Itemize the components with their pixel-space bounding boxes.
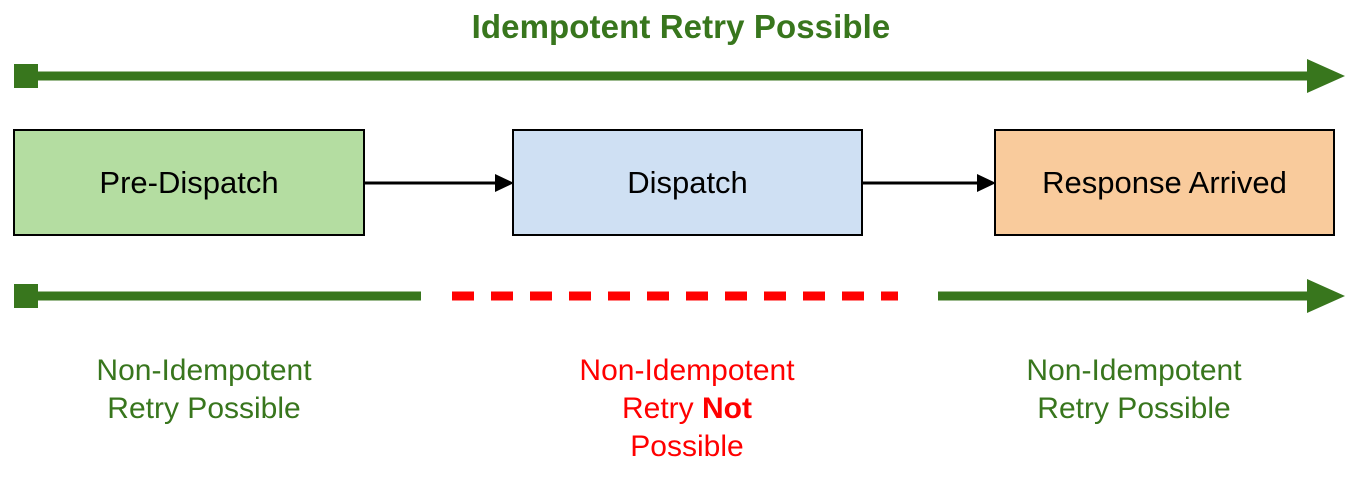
- bottom-caption-middle-line1: Non-Idempotent: [579, 354, 795, 387]
- transition-arrow-dispatch-to-response: [863, 174, 996, 192]
- state-label-dispatch: Dispatch: [627, 165, 748, 200]
- bottom-caption-middle-line3: Possible: [630, 430, 744, 463]
- bottom-caption-middle-line2-prefix: Retry: [622, 392, 703, 425]
- bottom-caption-right: Non-Idempotent Retry Possible: [944, 352, 1324, 428]
- arrowhead-marker-top: [1307, 59, 1345, 93]
- bottom-caption-left: Non-Idempotent Retry Possible: [14, 352, 394, 428]
- bottom-left-segment: [14, 284, 421, 308]
- bottom-caption-middle-line2: Retry Not: [487, 390, 887, 428]
- bottom-caption-left-line2: Retry Possible: [107, 392, 301, 425]
- square-marker-bottom-left: [14, 284, 38, 308]
- bottom-caption-right-line1: Non-Idempotent: [1026, 354, 1242, 387]
- bottom-caption-left-line1: Non-Idempotent: [96, 354, 312, 387]
- bottom-caption-middle-line2-emphasis: Not: [702, 392, 752, 425]
- square-marker-top: [14, 64, 38, 88]
- bottom-caption-middle: Non-Idempotent Retry Not Possible: [487, 352, 887, 466]
- bottom-caption-right-line2: Retry Possible: [1037, 392, 1231, 425]
- state-box-pre-dispatch[interactable]: Pre-Dispatch: [13, 129, 365, 236]
- state-box-response-arrived[interactable]: Response Arrived: [994, 129, 1335, 236]
- bottom-right-arrow: [938, 279, 1345, 313]
- transition-arrow-pre-to-dispatch: [365, 174, 514, 192]
- state-label-response-arrived: Response Arrived: [1042, 165, 1287, 200]
- state-label-pre-dispatch: Pre-Dispatch: [99, 165, 279, 200]
- state-box-dispatch[interactable]: Dispatch: [512, 129, 863, 236]
- arrowhead-marker-bottom-right: [1307, 279, 1345, 313]
- top-span-arrow: [14, 59, 1345, 93]
- top-caption-idempotent-retry-possible: Idempotent Retry Possible: [471, 8, 891, 45]
